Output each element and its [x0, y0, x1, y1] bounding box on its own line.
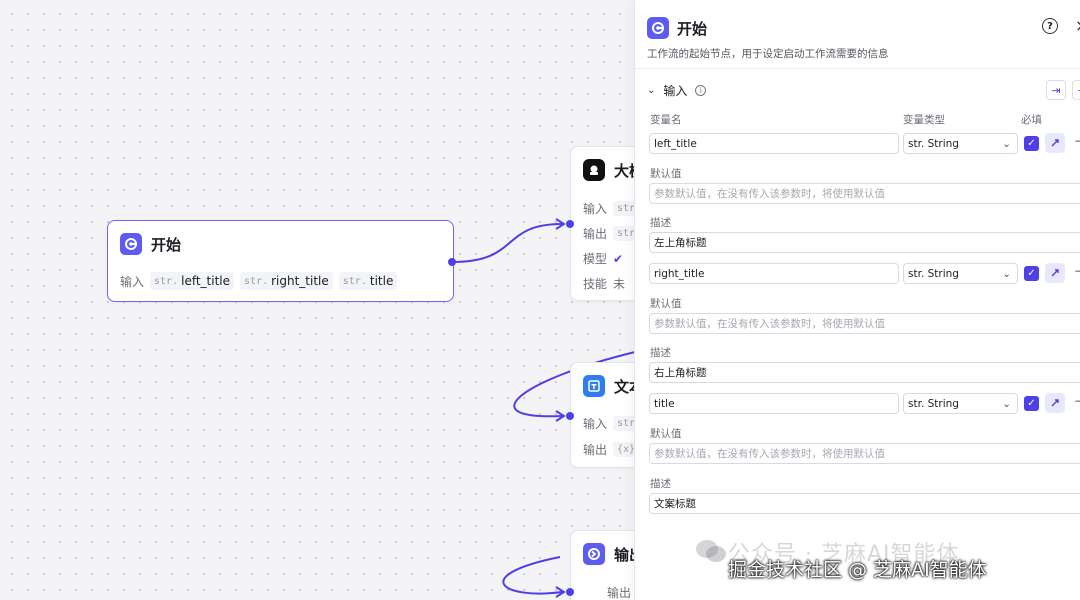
chevron-down-icon: ⌄ [1002, 397, 1011, 410]
arrow-llm [555, 218, 566, 230]
chevron-down-icon: ⌄ [647, 85, 656, 96]
input-section-title: 输入 [663, 84, 688, 98]
info-icon: i [695, 85, 707, 96]
variable-settings-button[interactable] [1045, 133, 1065, 153]
start-node-output-port[interactable] [448, 258, 456, 266]
required-checkbox[interactable]: ✓ [1024, 396, 1039, 411]
default-value-input[interactable]: 参数默认值，在没有传入该参数时，将使用默认值 [649, 183, 1080, 204]
variable-name-input[interactable]: title [649, 393, 899, 414]
start-node-title: 开始 [151, 235, 182, 254]
panel-title: 开始 [677, 19, 708, 38]
start-icon [647, 17, 669, 39]
add-variable-button[interactable]: + [1072, 80, 1080, 100]
param-tag: str.right_title [240, 272, 333, 290]
required-checkbox[interactable]: ✓ [1024, 136, 1039, 151]
llm-row-label: 输出 [583, 227, 608, 241]
llm-node-input-port[interactable] [566, 220, 574, 228]
remove-variable-icon[interactable]: − [1074, 264, 1080, 278]
node-properties-panel: 开始 ? × 工作流的起始节点，用于设定启动工作流需要的信息 ⌄ 输入 i ⇥ … [634, 0, 1080, 600]
description-input[interactable]: 文案标题 [649, 493, 1080, 514]
wechat-icon [696, 540, 726, 562]
description-label: 描述 [650, 217, 671, 229]
text-row-value: {x} [613, 442, 640, 457]
remove-variable-icon[interactable]: − [1074, 134, 1080, 148]
description-label: 描述 [650, 478, 671, 490]
description-input[interactable]: 左上角标题 [649, 232, 1080, 253]
variable-settings-button[interactable] [1045, 263, 1065, 283]
arrow-output [555, 586, 566, 598]
column-header-name: 变量名 [650, 114, 682, 126]
chevron-down-icon: ⌄ [1002, 267, 1011, 280]
arrow-text [555, 410, 566, 422]
input-section-header[interactable]: ⌄ 输入 i [647, 82, 707, 99]
close-icon[interactable]: × [1075, 16, 1080, 35]
llm-row-label: 输入 [583, 202, 608, 216]
default-value-input[interactable]: 参数默认值，在没有传入该参数时，将使用默认值 [649, 313, 1080, 334]
description-input[interactable]: 右上角标题 [649, 362, 1080, 383]
default-value-label: 默认值 [650, 168, 682, 180]
llm-row-label: 模型 [583, 252, 608, 266]
description-label: 描述 [650, 347, 671, 359]
start-node[interactable]: 开始 输入 str.left_title str.right_title str… [107, 220, 454, 302]
text-row-label: 输入 [583, 417, 608, 431]
param-tag: str.left_title [150, 272, 235, 290]
start-node-icon [120, 233, 142, 255]
watermark-line-1: 公众号 · 芝麻AI智能体 [728, 542, 960, 567]
remove-variable-icon[interactable]: − [1074, 394, 1080, 408]
output-node-icon [583, 543, 605, 565]
column-header-required: 必填 [1021, 114, 1042, 126]
variable-type-select[interactable]: str. String⌄ [903, 263, 1018, 284]
llm-row-value: 未 [613, 277, 626, 291]
required-checkbox[interactable]: ✓ [1024, 266, 1039, 281]
default-value-label: 默认值 [650, 428, 682, 440]
variable-settings-button[interactable] [1045, 393, 1065, 413]
default-value-label: 默认值 [650, 298, 682, 310]
import-button[interactable]: ⇥ [1046, 80, 1066, 100]
watermark-line-2: 掘金技术社区 @ 芝麻AI智能体 [728, 559, 987, 581]
model-icon: ✔ [613, 251, 624, 266]
output-row-label: 输出 [607, 586, 632, 600]
panel-description: 工作流的起始节点，用于设定启动工作流需要的信息 [647, 48, 889, 60]
text-node-icon [583, 375, 605, 397]
variable-type-select[interactable]: str. String⌄ [903, 133, 1018, 154]
start-node-input-label: 输入 [120, 274, 145, 289]
help-icon[interactable]: ? [1042, 18, 1058, 34]
variable-name-input[interactable]: left_title [649, 133, 899, 154]
llm-node-icon [583, 159, 605, 181]
text-row-label: 输出 [583, 443, 608, 457]
divider [635, 68, 1080, 69]
default-value-input[interactable]: 参数默认值，在没有传入该参数时，将使用默认值 [649, 443, 1080, 464]
chevron-down-icon: ⌄ [1002, 137, 1011, 150]
variable-type-select[interactable]: str. String⌄ [903, 393, 1018, 414]
text-node-input-port[interactable] [566, 412, 574, 420]
output-node-input-port[interactable] [566, 588, 574, 596]
llm-row-label: 技能 [583, 277, 608, 291]
edge-text-to-output [502, 556, 563, 595]
edge-start-to-llm [452, 223, 563, 263]
param-tag: str.title [338, 272, 398, 290]
column-header-type: 变量类型 [903, 114, 945, 126]
variable-name-input[interactable]: right_title [649, 263, 899, 284]
